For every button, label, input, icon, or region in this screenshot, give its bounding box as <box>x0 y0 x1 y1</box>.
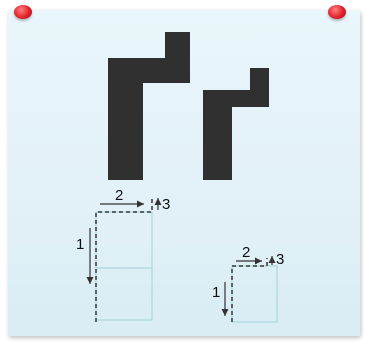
large-shift-label: 3 <box>162 196 170 213</box>
small-construction: 2 3 1 <box>212 244 284 322</box>
large-construction: 2 3 1 <box>76 187 170 322</box>
large-l-shape <box>108 32 190 180</box>
large-height-label: 1 <box>76 236 84 253</box>
small-width-label: 2 <box>242 244 250 261</box>
small-shift-label: 3 <box>276 251 284 268</box>
small-l-shape <box>203 68 269 180</box>
small-height-label: 1 <box>212 284 220 301</box>
large-width-label: 2 <box>115 187 123 204</box>
